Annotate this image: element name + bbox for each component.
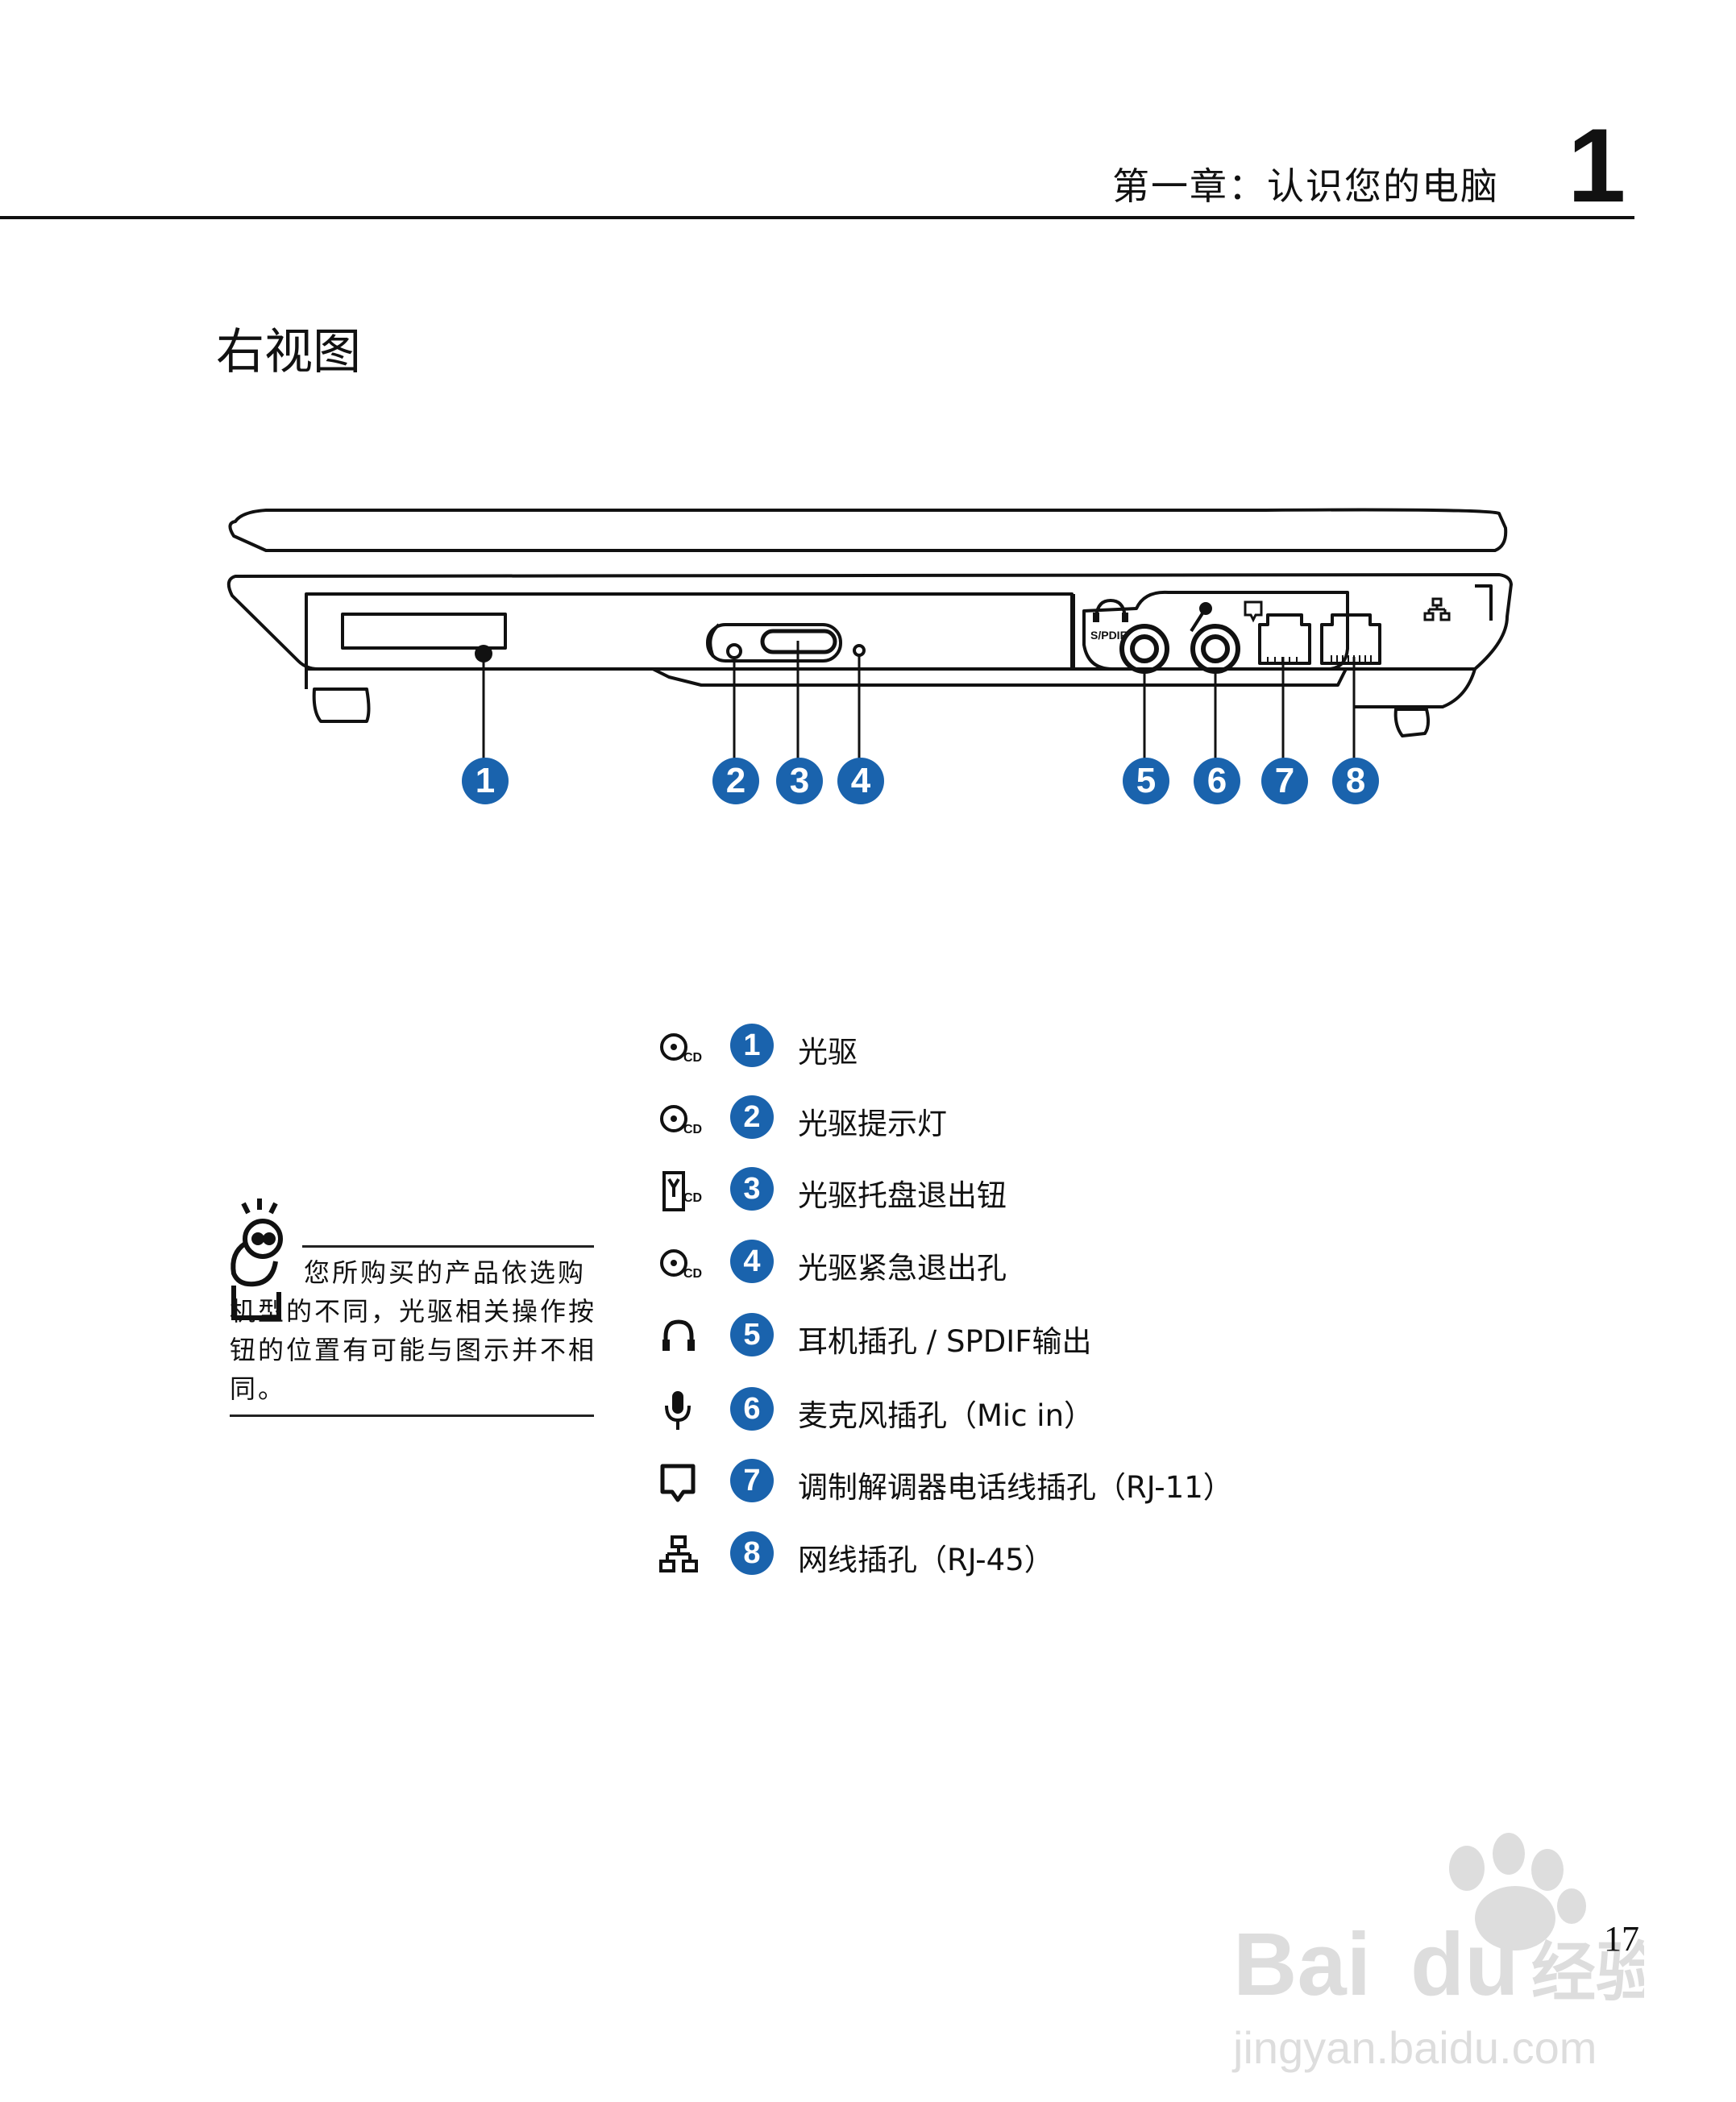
legend-item: 6 麦克风插孔（Mic in）: [659, 1383, 1626, 1439]
drive-label-plate: [341, 613, 507, 650]
eject-button-housing: [706, 623, 842, 663]
microphone-port-icon: [1190, 602, 1212, 633]
legend-number: 8: [730, 1531, 774, 1575]
legend-item: CD 1 光驱: [659, 1020, 1626, 1076]
callout-4: 4: [837, 758, 884, 804]
legend-item: 5 耳机插孔 / SPDIF输出: [659, 1309, 1626, 1365]
modem-icon: [660, 1464, 696, 1502]
laptop-lid: [228, 508, 1508, 552]
legend-label: 光驱提示灯: [798, 1107, 947, 1141]
legend-item: CD 2 光驱提示灯: [659, 1091, 1626, 1148]
svg-text:CD: CD: [683, 1267, 702, 1281]
headphone-icon: [662, 1319, 695, 1351]
callout-1: 1: [462, 758, 509, 804]
modem-port-icon: [1244, 600, 1263, 623]
legend-item: CD 4 光驱紧急退出孔: [659, 1236, 1626, 1292]
section-title: 右视图: [216, 324, 361, 380]
legend-number: 3: [730, 1167, 774, 1211]
callout-3: 3: [776, 758, 823, 804]
chapter-number: 1: [1568, 106, 1626, 224]
callout-2: 2: [712, 758, 759, 804]
legend-number: 7: [730, 1459, 774, 1502]
legend-item: 8 网线插孔（RJ-45）: [659, 1527, 1626, 1584]
legend-number: 4: [730, 1240, 774, 1283]
spdif-port-label: S/PDIF: [1090, 629, 1128, 642]
headphone-jack: [1119, 624, 1169, 674]
note-rule-bottom: [230, 1414, 594, 1417]
legend-item: 7 调制解调器电话线插孔（RJ-11）: [659, 1455, 1626, 1511]
note-text: 您所购买的产品依选购机型的不同，光驱相关操作按钮的位置有可能与图示并不相同。: [230, 1257, 597, 1404]
callout-5: 5: [1123, 758, 1169, 804]
callout-8: 8: [1332, 758, 1379, 804]
network-port-icon: [1423, 597, 1451, 621]
svg-text:CD: CD: [683, 1051, 702, 1065]
optical-drive-bay: [305, 592, 1074, 671]
right-foot: [1393, 708, 1431, 737]
legend-label: 调制解调器电话线插孔（RJ-11）: [798, 1470, 1233, 1505]
callout-6: 6: [1194, 758, 1240, 804]
tip-figure-icon: [230, 1198, 283, 1320]
legend-number: 2: [730, 1095, 774, 1139]
legend-label: 网线插孔（RJ-45）: [798, 1543, 1054, 1577]
svg-text:经验: 经验: [1531, 1935, 1644, 2010]
chapter-title: 第一章：认识您的电脑: [1112, 164, 1499, 208]
baidu-watermark-logo: Bai du 经验 jingyan.baidu.com: [1231, 1833, 1644, 2073]
legend-number: 6: [730, 1387, 774, 1431]
cd-icon: CD: [660, 1249, 702, 1281]
legend-label: 麦克风插孔（Mic in）: [798, 1398, 1094, 1433]
optical-drive-led: [726, 643, 742, 659]
laptop-base: [226, 573, 1513, 671]
legend-label: 光驱: [798, 1035, 858, 1070]
legend-number: 1: [730, 1024, 774, 1067]
network-icon: [659, 1535, 698, 1572]
legend-item: CD 3 光驱托盘退出钮: [659, 1163, 1626, 1219]
svg-text:Bai: Bai: [1233, 1915, 1371, 2014]
microphone-jack: [1190, 624, 1240, 674]
cd-icon: CD: [660, 1105, 702, 1136]
left-foot: [312, 688, 371, 723]
svg-text:CD: CD: [683, 1191, 702, 1205]
svg-text:du: du: [1410, 1915, 1518, 2014]
page-number: 17: [1604, 1919, 1639, 1959]
rj11-port: [1258, 613, 1311, 665]
legend-label: 耳机插孔 / SPDIF输出: [798, 1324, 1092, 1359]
cd-icon: CD: [660, 1033, 702, 1065]
microphone-icon: [665, 1391, 691, 1430]
laptop-right-view-diagram: S/PDIF: [226, 508, 1513, 762]
svg-text:CD: CD: [683, 1123, 702, 1136]
optical-drive-center: [475, 645, 492, 663]
rj45-port: [1320, 613, 1381, 665]
legend-label: 光驱托盘退出钮: [798, 1178, 1007, 1213]
legend-number: 5: [730, 1313, 774, 1356]
svg-text:jingyan.baidu.com: jingyan.baidu.com: [1231, 2022, 1597, 2073]
legend-label: 光驱紧急退出孔: [798, 1251, 1007, 1286]
emergency-eject-hole: [853, 644, 866, 657]
callout-7: 7: [1261, 758, 1308, 804]
header-rule: [0, 216, 1634, 219]
note-rule-top: [302, 1245, 594, 1248]
cd-eject-icon: CD: [662, 1171, 702, 1211]
headphone-port-icon: [1094, 598, 1127, 621]
